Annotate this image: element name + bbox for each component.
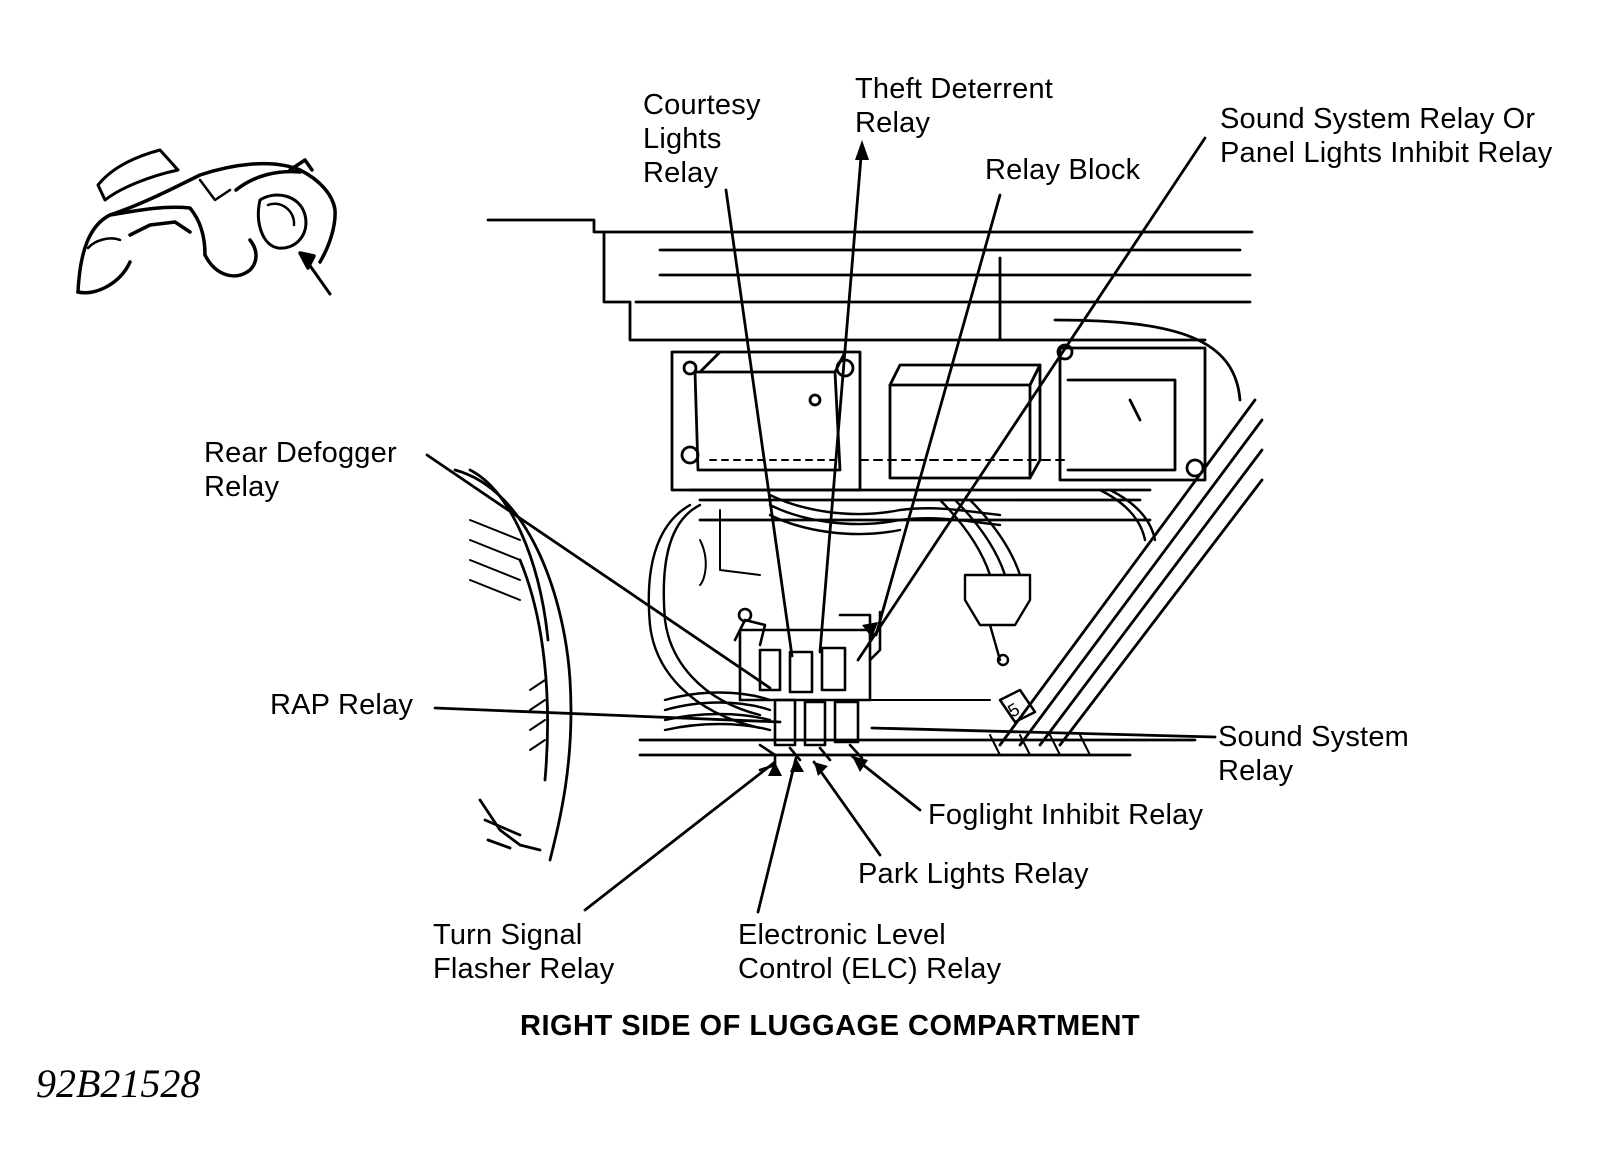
arrowhead-theft-deterrent [855, 140, 869, 160]
figure-id: 92B21528 [36, 1061, 201, 1106]
label-theft-deterrent-relay: Theft Deterrent Relay [855, 72, 1053, 140]
label-turn-signal-flasher-relay: Turn Signal Flasher Relay [433, 918, 615, 986]
leader-sound-system-relay [870, 726, 1217, 739]
label-line: Control (ELC) Relay [738, 953, 1002, 985]
label-line: Relay [204, 471, 280, 503]
locator-car-icon [76, 148, 337, 296]
label-line: Courtesy [643, 89, 761, 121]
label-park-lights-relay: Park Lights Relay [858, 858, 1089, 890]
label-line: Relay [1218, 755, 1294, 787]
label-relay-block: Relay Block [985, 154, 1141, 186]
leader-theft-deterrent-relay [818, 143, 864, 654]
leader-courtesy-lights-relay [724, 188, 794, 658]
label-courtesy-lights-relay: Courtesy Lights Relay [643, 88, 761, 190]
label-line: Sound System [1218, 721, 1409, 753]
leader-relay-block [874, 193, 1002, 637]
label-rap-relay: RAP Relay [270, 689, 414, 721]
leader-park-lights-relay [812, 760, 882, 857]
trunk-body-outline: 5 [453, 218, 1264, 862]
leader-sound-system-or-panel-lights [856, 136, 1207, 662]
diagram-caption: RIGHT SIDE OF LUGGAGE COMPARTMENT [520, 1010, 1141, 1042]
label-line: Lights [643, 123, 722, 155]
leader-elc-relay [756, 756, 798, 914]
label-line: Sound System Relay Or [1220, 103, 1536, 135]
label-foglight-inhibit-relay: Foglight Inhibit Relay [928, 799, 1204, 831]
label-line: Panel Lights Inhibit Relay [1220, 137, 1553, 169]
leader-arrowheads [768, 140, 878, 776]
leader-lines [425, 136, 1217, 914]
leader-rear-defogger-relay [425, 453, 772, 690]
label-line: Turn Signal [433, 919, 583, 951]
label-line: Flasher Relay [433, 953, 615, 985]
label-line: Rear Defogger [204, 437, 397, 469]
label-sound-system-relay: Sound System Relay [1218, 720, 1409, 788]
wiring-harness [647, 488, 1157, 732]
label-line: Theft Deterrent [855, 73, 1054, 105]
lower-relay-cluster [733, 607, 991, 772]
label-rear-defogger-relay: Rear Defogger Relay [204, 436, 397, 504]
leader-turn-signal-flasher-relay [583, 760, 777, 912]
label-elc-relay: Electronic Level Control (ELC) Relay [738, 918, 1001, 986]
label-sound-system-or-panel-lights: Sound System Relay Or Panel Lights Inhib… [1220, 102, 1552, 170]
leader-rap-relay [433, 706, 782, 724]
label-line: Relay [855, 107, 931, 139]
label-line: Relay [643, 157, 719, 189]
label-line: Electronic Level [738, 919, 946, 951]
